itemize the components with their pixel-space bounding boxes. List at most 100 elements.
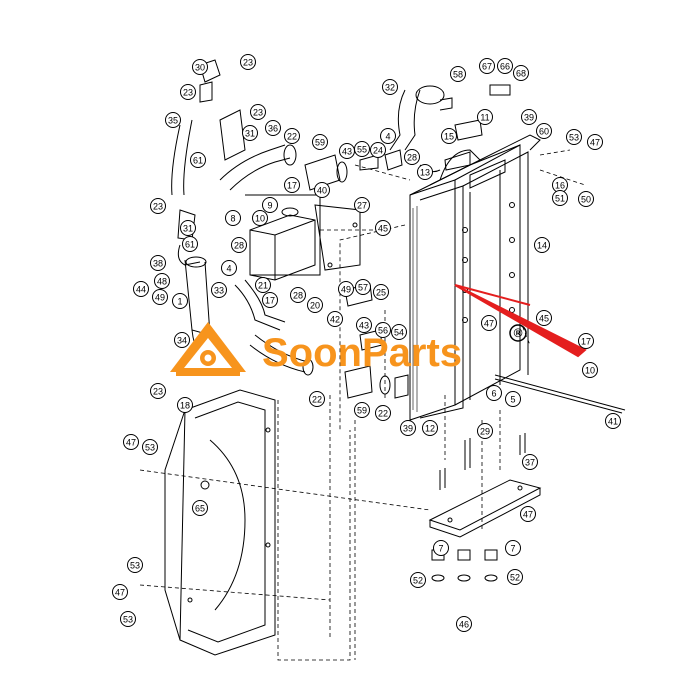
svg-text:29: 29 (480, 427, 490, 437)
callout-17-1: 17 (284, 177, 300, 193)
svg-text:47: 47 (126, 438, 136, 448)
svg-text:10: 10 (585, 366, 595, 376)
svg-text:52: 52 (413, 576, 423, 586)
callout-27: 27 (354, 197, 370, 213)
callout-59-1: 59 (312, 134, 328, 150)
svg-text:17: 17 (581, 337, 591, 347)
callout-58: 58 (450, 66, 466, 82)
svg-text:40: 40 (317, 186, 327, 196)
callout-4-2: 4 (380, 128, 396, 144)
callout-67: 67 (479, 58, 495, 74)
svg-text:12: 12 (425, 424, 435, 434)
bracket-plate (428, 433, 542, 582)
callout-5: 5 (505, 391, 521, 407)
callout-22-1: 22 (284, 128, 300, 144)
svg-text:60: 60 (539, 127, 549, 137)
callout-53-2: 53 (142, 439, 158, 455)
callout-61-1: 61 (190, 152, 206, 168)
callout-44: 44 (133, 281, 149, 297)
svg-text:55: 55 (357, 145, 367, 155)
callout-52-1: 52 (410, 572, 426, 588)
callout-38: 38 (150, 255, 166, 271)
callout-23-2: 23 (180, 84, 196, 100)
reservoir-tank (245, 194, 361, 281)
svg-text:28: 28 (293, 291, 303, 301)
brand-watermark: SoonParts ® (170, 322, 527, 376)
callout-10-1: 10 (252, 210, 268, 226)
callout-43-2: 43 (356, 317, 372, 333)
svg-text:23: 23 (153, 387, 163, 397)
svg-text:53: 53 (145, 443, 155, 453)
callout-34: 34 (174, 332, 190, 348)
callout-57: 57 (355, 279, 371, 295)
svg-text:17: 17 (287, 181, 297, 191)
svg-text:14: 14 (537, 241, 547, 251)
svg-text:50: 50 (581, 195, 591, 205)
svg-text:35: 35 (168, 116, 178, 126)
callout-29: 29 (477, 423, 493, 439)
svg-text:47: 47 (590, 138, 600, 148)
svg-text:39: 39 (524, 113, 534, 123)
callout-39-1: 39 (521, 109, 537, 125)
callout-30: 30 (192, 59, 208, 75)
callout-7-1: 7 (433, 540, 449, 556)
svg-text:45: 45 (539, 314, 549, 324)
callout-24: 24 (370, 142, 386, 158)
svg-text:4: 4 (226, 264, 231, 274)
callout-23-5: 23 (150, 383, 166, 399)
callout-22-3: 22 (375, 405, 391, 421)
callout-1: 1 (172, 293, 188, 309)
svg-text:15: 15 (444, 132, 454, 142)
callout-31-2: 31 (180, 220, 196, 236)
callout-56: 56 (375, 322, 391, 338)
svg-text:44: 44 (136, 285, 146, 295)
svg-text:7: 7 (438, 544, 443, 554)
svg-text:8: 8 (230, 214, 235, 224)
callout-32: 32 (382, 79, 398, 95)
callout-49-2: 49 (338, 281, 354, 297)
callout-68: 68 (513, 65, 529, 81)
callout-20: 20 (307, 297, 323, 313)
svg-text:23: 23 (253, 108, 263, 118)
callout-31-1: 31 (242, 125, 258, 141)
svg-text:38: 38 (153, 259, 163, 269)
svg-text:30: 30 (195, 63, 205, 73)
callout-40: 40 (314, 182, 330, 198)
callout-53-4: 53 (120, 611, 136, 627)
callout-45-2: 45 (536, 310, 552, 326)
callout-55: 55 (354, 141, 370, 157)
callout-47-1: 47 (587, 134, 603, 150)
svg-text:20: 20 (310, 301, 320, 311)
svg-text:43: 43 (342, 147, 352, 157)
callout-9: 9 (262, 197, 278, 213)
svg-text:52: 52 (510, 573, 520, 583)
svg-text:59: 59 (315, 138, 325, 148)
svg-text:9: 9 (267, 201, 272, 211)
svg-text:23: 23 (153, 202, 163, 212)
callout-66: 66 (497, 58, 513, 74)
callout-17-3: 17 (578, 333, 594, 349)
callout-17-2: 17 (262, 292, 278, 308)
svg-text:25: 25 (376, 288, 386, 298)
callout-54: 54 (391, 324, 407, 340)
svg-text:42: 42 (330, 315, 340, 325)
callout-47-5: 47 (520, 506, 536, 522)
svg-text:59: 59 (357, 406, 367, 416)
callout-15: 15 (441, 128, 457, 144)
callout-7-2: 7 (505, 540, 521, 556)
svg-text:41: 41 (608, 417, 618, 427)
svg-text:57: 57 (358, 283, 368, 293)
callout-6: 6 (486, 385, 502, 401)
svg-text:18: 18 (180, 401, 190, 411)
callout-33: 33 (211, 282, 227, 298)
callout-51: 51 (552, 190, 568, 206)
callout-12: 12 (422, 420, 438, 436)
svg-text:22: 22 (378, 409, 388, 419)
svg-text:23: 23 (243, 58, 253, 68)
callout-39-2: 39 (400, 420, 416, 436)
callout-49-1: 49 (152, 289, 168, 305)
svg-text:6: 6 (491, 389, 496, 399)
svg-text:36: 36 (268, 124, 278, 134)
svg-text:53: 53 (569, 133, 579, 143)
